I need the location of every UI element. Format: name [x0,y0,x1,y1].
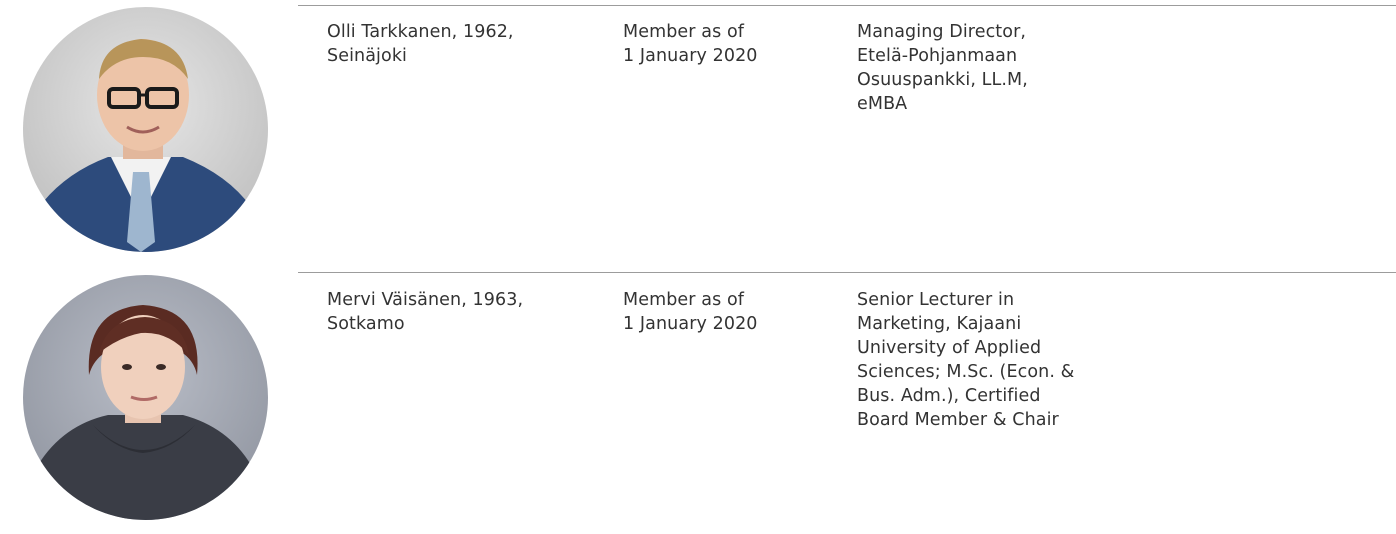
member-since: Member as of 1 January 2020 [623,288,758,336]
member-since-line: Member as of [623,290,745,310]
member-role-line: Board Member & Chair [857,410,1059,430]
row-divider-middle [298,272,1396,273]
member-role-line: Osuuspankki, LL.M, [857,70,1028,90]
portrait-man-glasses-icon [23,7,268,252]
member-name-line: Seinäjoki [327,46,408,66]
member-name-line: Olli Tarkkanen, 1962, [327,22,514,42]
board-member-row: Olli Tarkkanen, 1962, Seinäjoki Member a… [23,7,1028,252]
member-role-line: Sciences; M.Sc. (Econ. & [857,362,1075,382]
member-role-line: eMBA [857,94,908,114]
member-role-line: Bus. Adm.), Certified [857,386,1041,406]
portrait-woman-icon [23,275,268,520]
member-since-line: 1 January 2020 [623,46,758,66]
board-member-row: Mervi Väisänen, 1963, Sotkamo Member as … [0,267,1396,534]
member-role-line: Managing Director, [857,22,1027,42]
row-divider-top [298,5,1396,6]
member-name: Mervi Väisänen, 1963, Sotkamo [327,288,523,336]
member-since-line: Member as of [623,22,745,42]
member-role-line: University of Applied [857,338,1042,358]
member-name: Olli Tarkkanen, 1962, Seinäjoki [327,20,514,68]
member-name-line: Sotkamo [327,314,405,334]
member-role: Managing Director, Etelä-Pohjanmaan Osuu… [857,20,1028,116]
member-since-line: 1 January 2020 [623,314,758,334]
member-name-line: Mervi Väisänen, 1963, [327,290,524,310]
member-role: Senior Lecturer in Marketing, Kajaani Un… [857,288,1074,432]
member-role-line: Marketing, Kajaani [857,314,1022,334]
member-role-line: Senior Lecturer in [857,290,1015,310]
member-since: Member as of 1 January 2020 [623,20,758,68]
member-role-line: Etelä-Pohjanmaan [857,46,1018,66]
